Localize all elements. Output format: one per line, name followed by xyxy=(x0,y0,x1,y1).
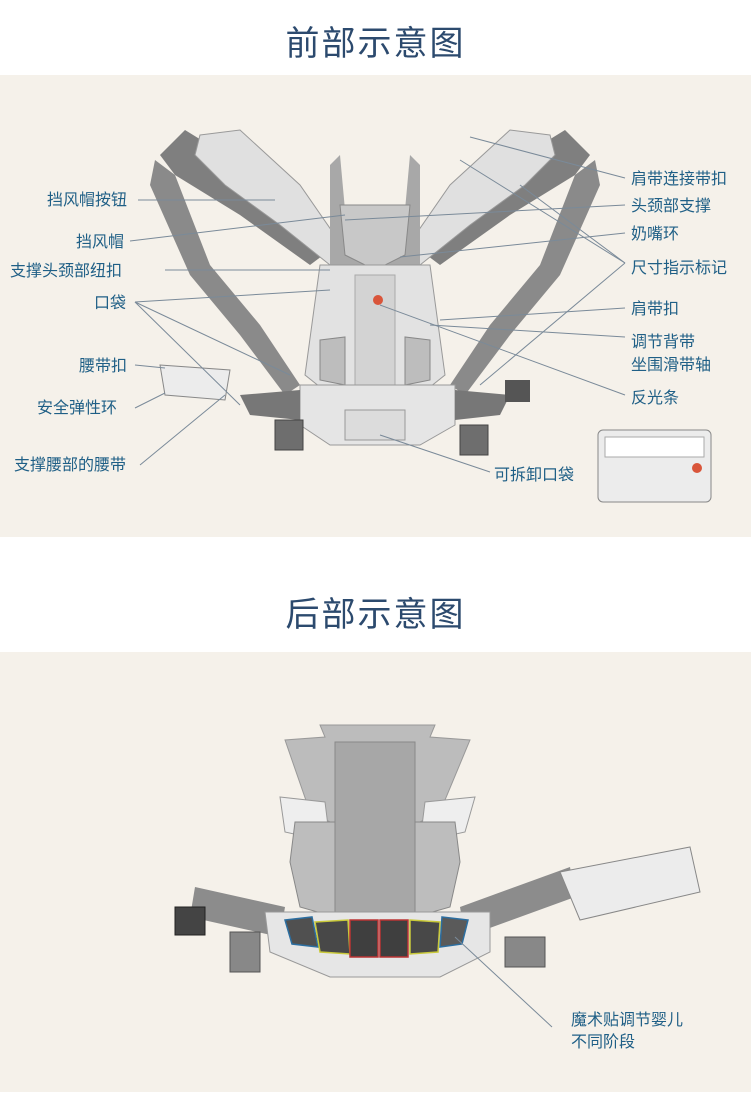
label-shoulder-connector-buckle: 肩带连接带扣 xyxy=(631,169,728,188)
left-belt-wing xyxy=(240,390,300,420)
label-safety-elastic: 安全弹性环 xyxy=(37,398,118,417)
label-velcro-stage-line1: 魔术贴调节婴儿 xyxy=(571,1010,684,1029)
back-leader-line xyxy=(454,936,553,1028)
label-pocket: 口袋 xyxy=(94,293,127,312)
label-pacifier-loop: 奶嘴环 xyxy=(631,224,680,243)
right-belt-wing xyxy=(455,390,510,420)
front-panel: 挡风帽按钮 挡风帽 支撑头颈部纽扣 口袋 腰带扣 安全弹性环 支撑腰部的腰带 肩… xyxy=(0,75,751,537)
right-belt-buckle xyxy=(459,424,489,456)
label-lumbar-belt: 支撑腰部的腰带 xyxy=(14,455,127,474)
label-size-indicator: 尺寸指示标记 xyxy=(631,258,728,277)
back-left-buckle xyxy=(174,906,206,936)
back-left-body xyxy=(289,821,336,918)
front-leader-lines xyxy=(129,136,626,473)
label-adjust-strap: 调节背带 xyxy=(631,332,696,351)
velcro-panel-right xyxy=(409,919,441,955)
label-seat-slider: 坐围滑带轴 xyxy=(631,355,712,374)
left-side-panel xyxy=(319,336,346,386)
back-panel: 魔术贴调节婴儿 不同阶段 xyxy=(0,652,751,1092)
hood xyxy=(339,204,411,271)
label-windshield-button: 挡风帽按钮 xyxy=(47,190,128,209)
brand-logo xyxy=(373,295,383,305)
back-section-title: 后部示意图 xyxy=(285,595,466,635)
right-side-panel xyxy=(404,336,431,386)
label-shoulder-buckle: 肩带扣 xyxy=(631,299,680,318)
front-section-title: 前部示意图 xyxy=(285,24,466,64)
label-windshield: 挡风帽 xyxy=(76,232,125,251)
detachable-pocket xyxy=(344,409,406,441)
waist-pouch xyxy=(159,364,231,401)
right-side-buckle xyxy=(505,380,530,402)
velcro-panel-outer-left xyxy=(284,916,319,948)
label-velcro-stage-line2: 不同阶段 xyxy=(571,1032,636,1051)
back-left-waist-strap xyxy=(190,887,285,937)
label-reflective-strip: 反光条 xyxy=(631,388,680,407)
left-shoulder-strap-lower xyxy=(150,160,300,395)
velcro-panel-center-right xyxy=(379,919,409,958)
back-right-body xyxy=(414,821,461,918)
back-center-panel xyxy=(334,741,416,923)
back-carrier-illustration xyxy=(174,724,701,1028)
back-side-pouch xyxy=(559,846,701,921)
front-carrier-illustration xyxy=(129,129,712,503)
left-belt-buckle xyxy=(274,419,304,451)
back-right-strap-end xyxy=(504,936,546,968)
label-waist-buckle: 腰带扣 xyxy=(79,356,128,375)
label-detachable-pocket: 可拆卸口袋 xyxy=(494,465,575,484)
velcro-panel-left xyxy=(314,919,351,955)
label-head-neck-button: 支撑头颈部纽扣 xyxy=(10,261,123,280)
label-head-neck-support: 头颈部支撑 xyxy=(631,196,712,215)
back-left-strap-end xyxy=(229,931,261,973)
velcro-panel-center-left xyxy=(349,919,379,958)
right-shoulder-strap-lower xyxy=(450,160,600,395)
